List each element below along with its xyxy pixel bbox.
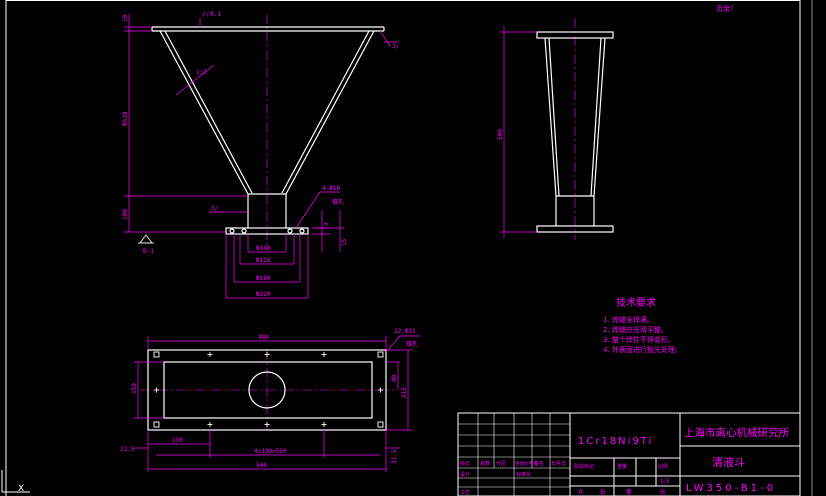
title-block: 1Cr18Ni9Ti 上海市离心机械研究所 清液斗 LW350-B1-0 标记 …: [457, 412, 801, 496]
plan-bottom-dim-b: 4×130=520: [254, 448, 287, 455]
flatness-value: 0.1: [210, 11, 221, 18]
tb-cell-mark: 标记: [460, 460, 470, 467]
plan-right-small: 31.5: [391, 449, 398, 464]
slope-label: 1:3: [196, 69, 207, 76]
tb-cell-weight: 重量: [617, 463, 627, 470]
base-datum-label: B-1: [143, 248, 154, 255]
plan-top-width: 480: [258, 334, 269, 341]
tech-requirements: 技术要求 1. 焊缝全焊满。 2. 焊缝应光滑平整。 3. 整个焊件不得变形。 …: [603, 296, 682, 354]
tech-item-2: 2. 焊缝应光滑平整。: [603, 325, 668, 334]
tb-cell-scale: 比例: [658, 463, 668, 470]
ucs-x-label: X: [18, 484, 24, 494]
tech-item-4: 4. 外表面进行抛光处理。: [603, 345, 682, 354]
dim-dia-1: Ф100: [256, 245, 271, 252]
bottom-flange: [225, 227, 309, 235]
dim-dia-3: Ф180: [256, 275, 271, 282]
dim-dia-2: Ф126: [256, 257, 271, 264]
plan-view: 480 12-Ф12 锥孔 150 80 215 130 4×130=520 5…: [120, 328, 420, 472]
side-view: 500: [497, 18, 614, 240]
plan-inner-opening: [163, 361, 373, 419]
tb-cell-sheet3: 第: [626, 488, 632, 496]
plan-right-dim-a: 80: [391, 374, 398, 382]
funnel-cone: [159, 30, 375, 195]
plan-outer-plate: [147, 349, 387, 431]
plan-bolt-holes: [153, 351, 384, 428]
flatness-symbol: //: [202, 11, 210, 18]
plan-hole-note: 12-Ф12: [394, 328, 416, 335]
tb-cell-sheet4: 张: [660, 488, 666, 496]
dim-right-a: 3: [323, 222, 330, 226]
weld-note-left: 3/: [211, 205, 219, 212]
tb-cell-sheet: 共: [578, 488, 584, 496]
ucs-icon: [1, 470, 30, 493]
tb-institute: 上海市离心机械研究所: [684, 426, 789, 439]
tb-cell-date: 年月日: [551, 460, 566, 467]
tb-cell-zone: 分区: [496, 460, 506, 467]
plan-left-small: 22.5: [120, 446, 135, 453]
tb-cell-check: 标准化: [516, 471, 531, 478]
plan-bottom-dim-a: 130: [172, 437, 183, 444]
hole-note-2: 锥孔: [332, 198, 344, 206]
tb-cell-count: 处数: [480, 460, 490, 467]
dim-bottom-height: 100: [122, 209, 129, 220]
tb-part-name: 清液斗: [712, 455, 745, 469]
dim-dia-4: Ф220: [256, 291, 271, 298]
plan-outlet-hole: [248, 371, 286, 409]
tb-scale-value: 1:5: [660, 478, 670, 485]
plan-left-dim: 150: [131, 383, 138, 394]
top-flange: [151, 26, 385, 32]
hole-note: 4-Ф18: [322, 185, 340, 192]
tb-drawing-no: LW350-B1-0: [686, 483, 776, 494]
front-view: 10 Ф510 100 // 0.1 1:3 3/ 3/ 4-Ф18 锥孔 3 …: [122, 11, 400, 299]
tech-item-3: 3. 整个焊件不得变形。: [603, 335, 675, 344]
tb-material: 1Cr18Ni9Ti: [578, 436, 653, 447]
front-dimensions: [124, 14, 398, 299]
dim-funnel-height: Ф510: [122, 111, 129, 126]
plan-right-dim-b: 215: [401, 387, 408, 398]
weld-note-right: 3/: [392, 43, 400, 50]
tb-cell-design: 设计: [460, 471, 470, 478]
plan-hole-note-2: 锥孔: [406, 340, 418, 348]
tb-cell-stage: 阶段标记: [574, 463, 594, 470]
side-height-dim: 500: [497, 129, 504, 140]
dim-top-thickness: 10: [122, 14, 129, 22]
drawing-frame: [5, 0, 813, 496]
tech-title: 技术要求: [616, 296, 656, 309]
tech-item-1: 1. 焊缝全焊满。: [603, 315, 654, 324]
sheet-corner-label: 页余？: [716, 4, 737, 13]
tb-cell-sign: 签名: [534, 460, 544, 467]
dim-right-b: 15: [341, 238, 348, 246]
datum-symbol: [139, 234, 153, 244]
plan-bottom-dim-c: 546: [256, 462, 267, 469]
tb-cell-doc: 更改文件号: [515, 460, 538, 467]
tb-cell-process: 工艺: [460, 490, 470, 496]
outlet-pipe: [247, 193, 287, 228]
tb-cell-sheet2: 张: [600, 488, 606, 496]
